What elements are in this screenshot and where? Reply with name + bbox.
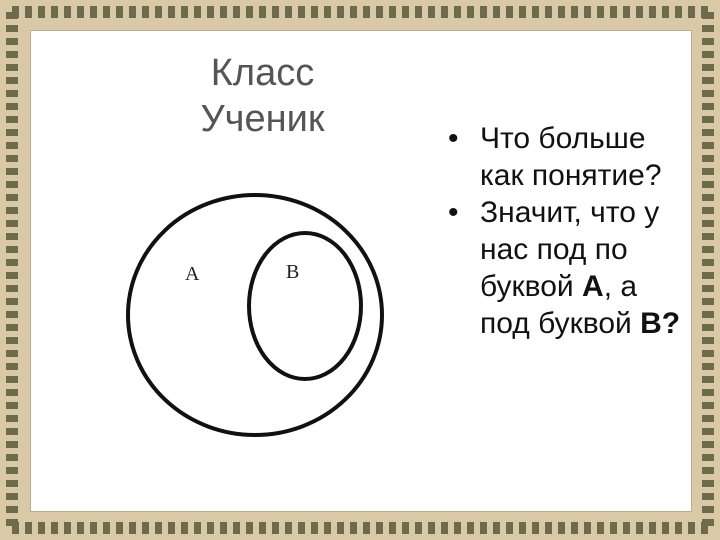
frame-bottom-dashes [12, 522, 708, 534]
bullet-letter-a: А [582, 270, 604, 303]
bullet-meaning-text-2: , а под буквой [480, 270, 641, 340]
bullet-letter-b: В? [640, 307, 681, 340]
frame-left-dashes [6, 12, 18, 528]
bullet-item-question: Что больше как понятие? [448, 120, 688, 194]
bullet-meaning-text-1: Значит, что у нас под по буквой [480, 196, 660, 303]
venn-diagram: A B [126, 193, 384, 437]
title-line-2: Ученик [200, 98, 325, 140]
label-a: A [185, 263, 200, 285]
slide-title: Класс Ученик [175, 50, 350, 142]
label-b: B [286, 261, 299, 283]
bullet-list: Что больше как понятие? Значит, что у на… [448, 120, 688, 342]
outer-circle-a [126, 193, 384, 437]
frame-right-dashes [702, 12, 714, 528]
title-line-1: Класс [210, 52, 315, 94]
inner-circle-b [247, 231, 363, 381]
bullet-question-text: Что больше как понятие? [480, 122, 662, 192]
frame-top-dashes [12, 6, 708, 18]
bullet-item-meaning: Значит, что у нас под по буквой А, а под… [448, 194, 688, 342]
